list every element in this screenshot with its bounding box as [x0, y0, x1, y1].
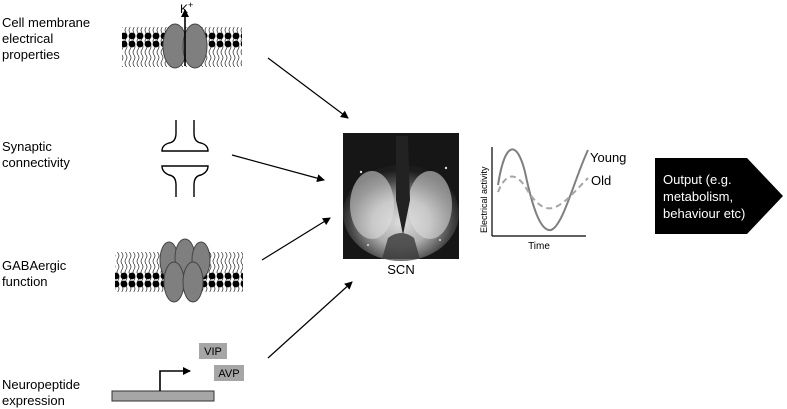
vip-box: [199, 343, 227, 359]
plot-x-label: Time: [528, 241, 550, 252]
vip-label: VIP: [204, 346, 222, 358]
avp-label: AVP: [218, 368, 239, 380]
transcription-arrow: [159, 367, 191, 391]
avp-box: [214, 365, 244, 381]
young-curve: [497, 148, 589, 232]
old-curve: [497, 175, 589, 210]
plot-y-label: Electrical activity: [479, 166, 489, 233]
output-label: Output (e.g. metabolism, behaviour etc): [663, 172, 746, 221]
scn-micrograph: [343, 133, 459, 261]
gaba-receptor-icon: [159, 238, 211, 303]
arrow-membrane: [267, 57, 349, 119]
legend-young: Young: [590, 150, 626, 165]
activity-plot: [491, 147, 589, 237]
arrow-neuropeptide: [267, 281, 353, 359]
output-box: [655, 158, 783, 234]
neuropeptide-label: Neuropeptide expression: [2, 377, 81, 408]
arrow-gaba: [261, 217, 331, 261]
synaptic-label: Synaptic connectivity: [2, 139, 70, 170]
scn-label: SCN: [387, 262, 414, 277]
ion-label: K: [180, 2, 188, 16]
gaba-label: GABAergic function: [2, 258, 67, 289]
legend-old: Old: [591, 173, 611, 188]
ion-charge: +: [188, 0, 193, 10]
gene-bar: [111, 390, 215, 402]
arrow-synaptic: [231, 154, 325, 183]
membrane-label: Cell membrane electrical properties: [2, 15, 91, 62]
potassium-channel-icon: [162, 9, 208, 69]
synapse-icon: [161, 120, 209, 197]
